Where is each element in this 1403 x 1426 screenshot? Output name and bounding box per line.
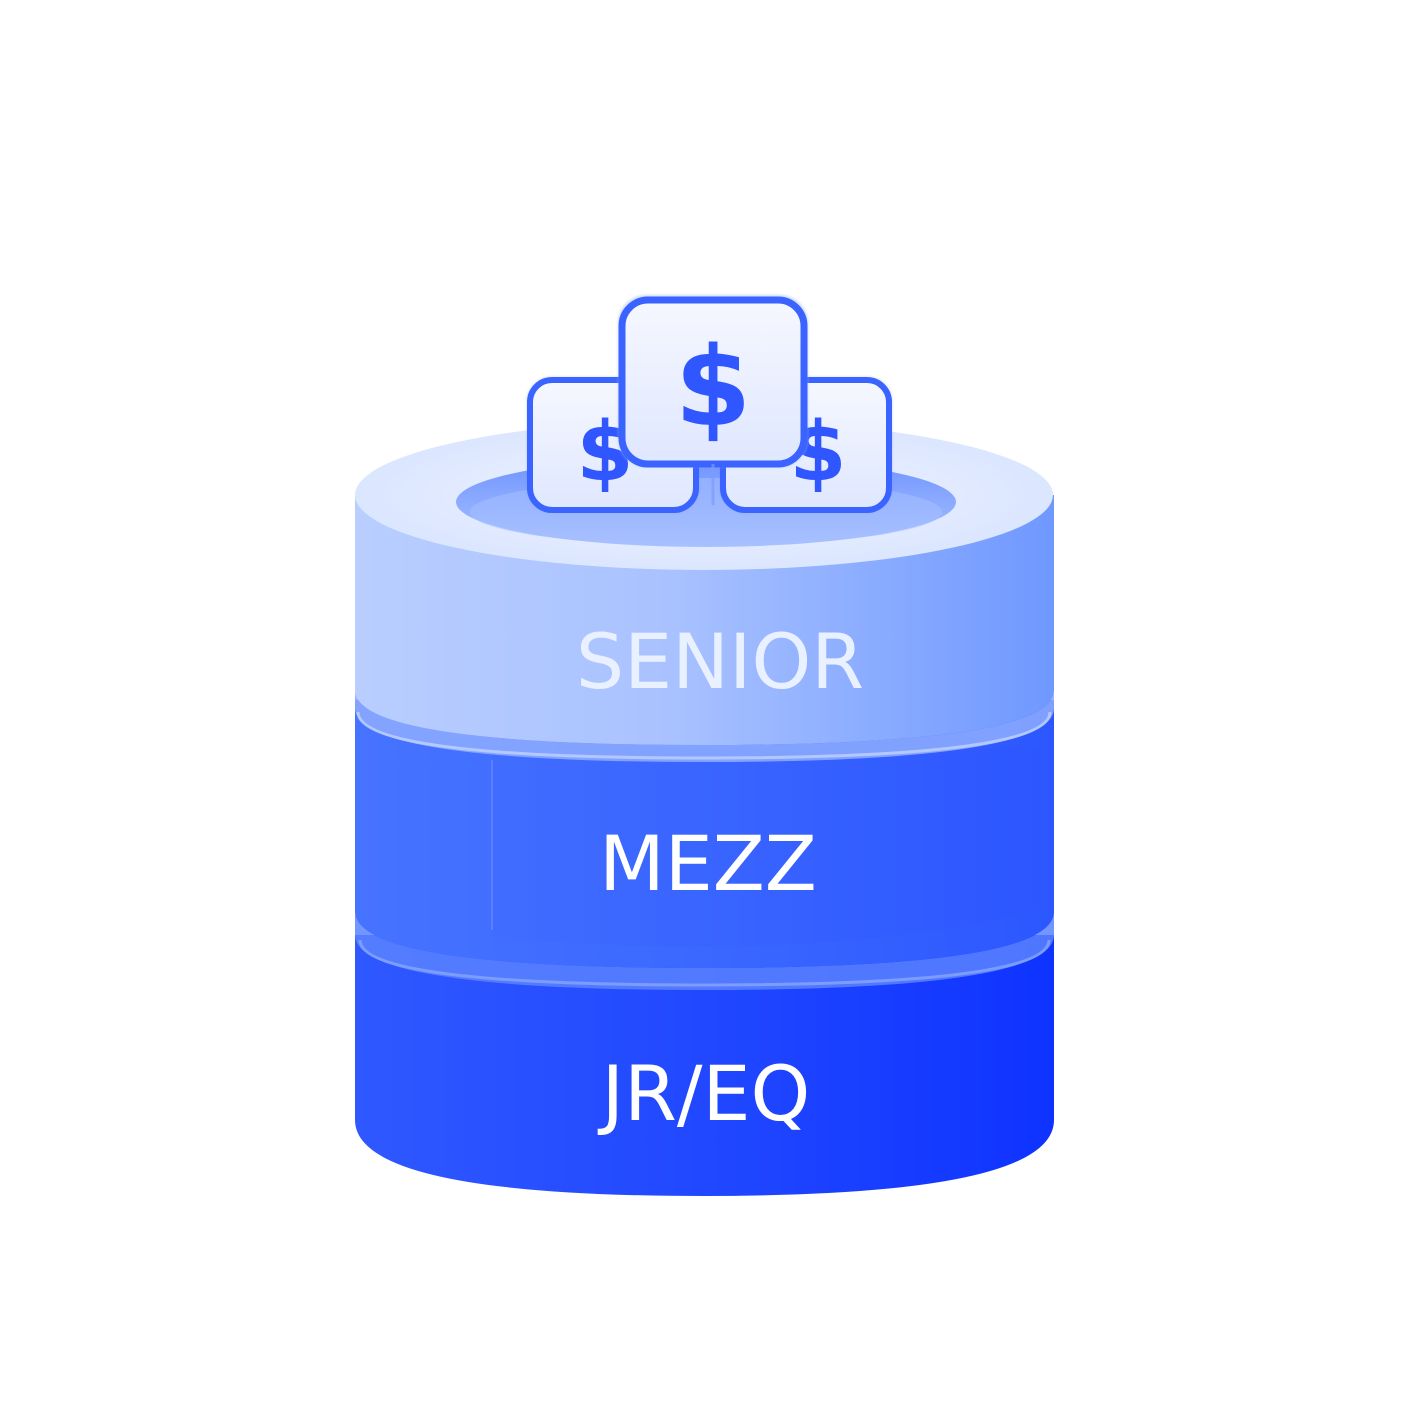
tier-jr-eq: JR/EQ [355,912,1054,1196]
tier-mezz: MEZZ [355,690,1054,968]
tier-jr-eq-rim [355,912,1054,990]
tier-senior-label: SENIOR [576,617,864,706]
tier-mezz-rim [355,690,1054,762]
dollar-icon: $ [675,323,752,451]
tier-mezz-panel [492,748,1040,947]
tier-jr-eq-body [355,935,1054,1196]
tier-senior: SENIOR [355,420,1054,745]
dollar-card-front: $ [618,295,808,505]
dollar-cards: $ $ $ [527,295,892,513]
tier-mezz-label: MEZZ [599,819,817,908]
tier-jr-eq-label: JR/EQ [598,1049,811,1138]
